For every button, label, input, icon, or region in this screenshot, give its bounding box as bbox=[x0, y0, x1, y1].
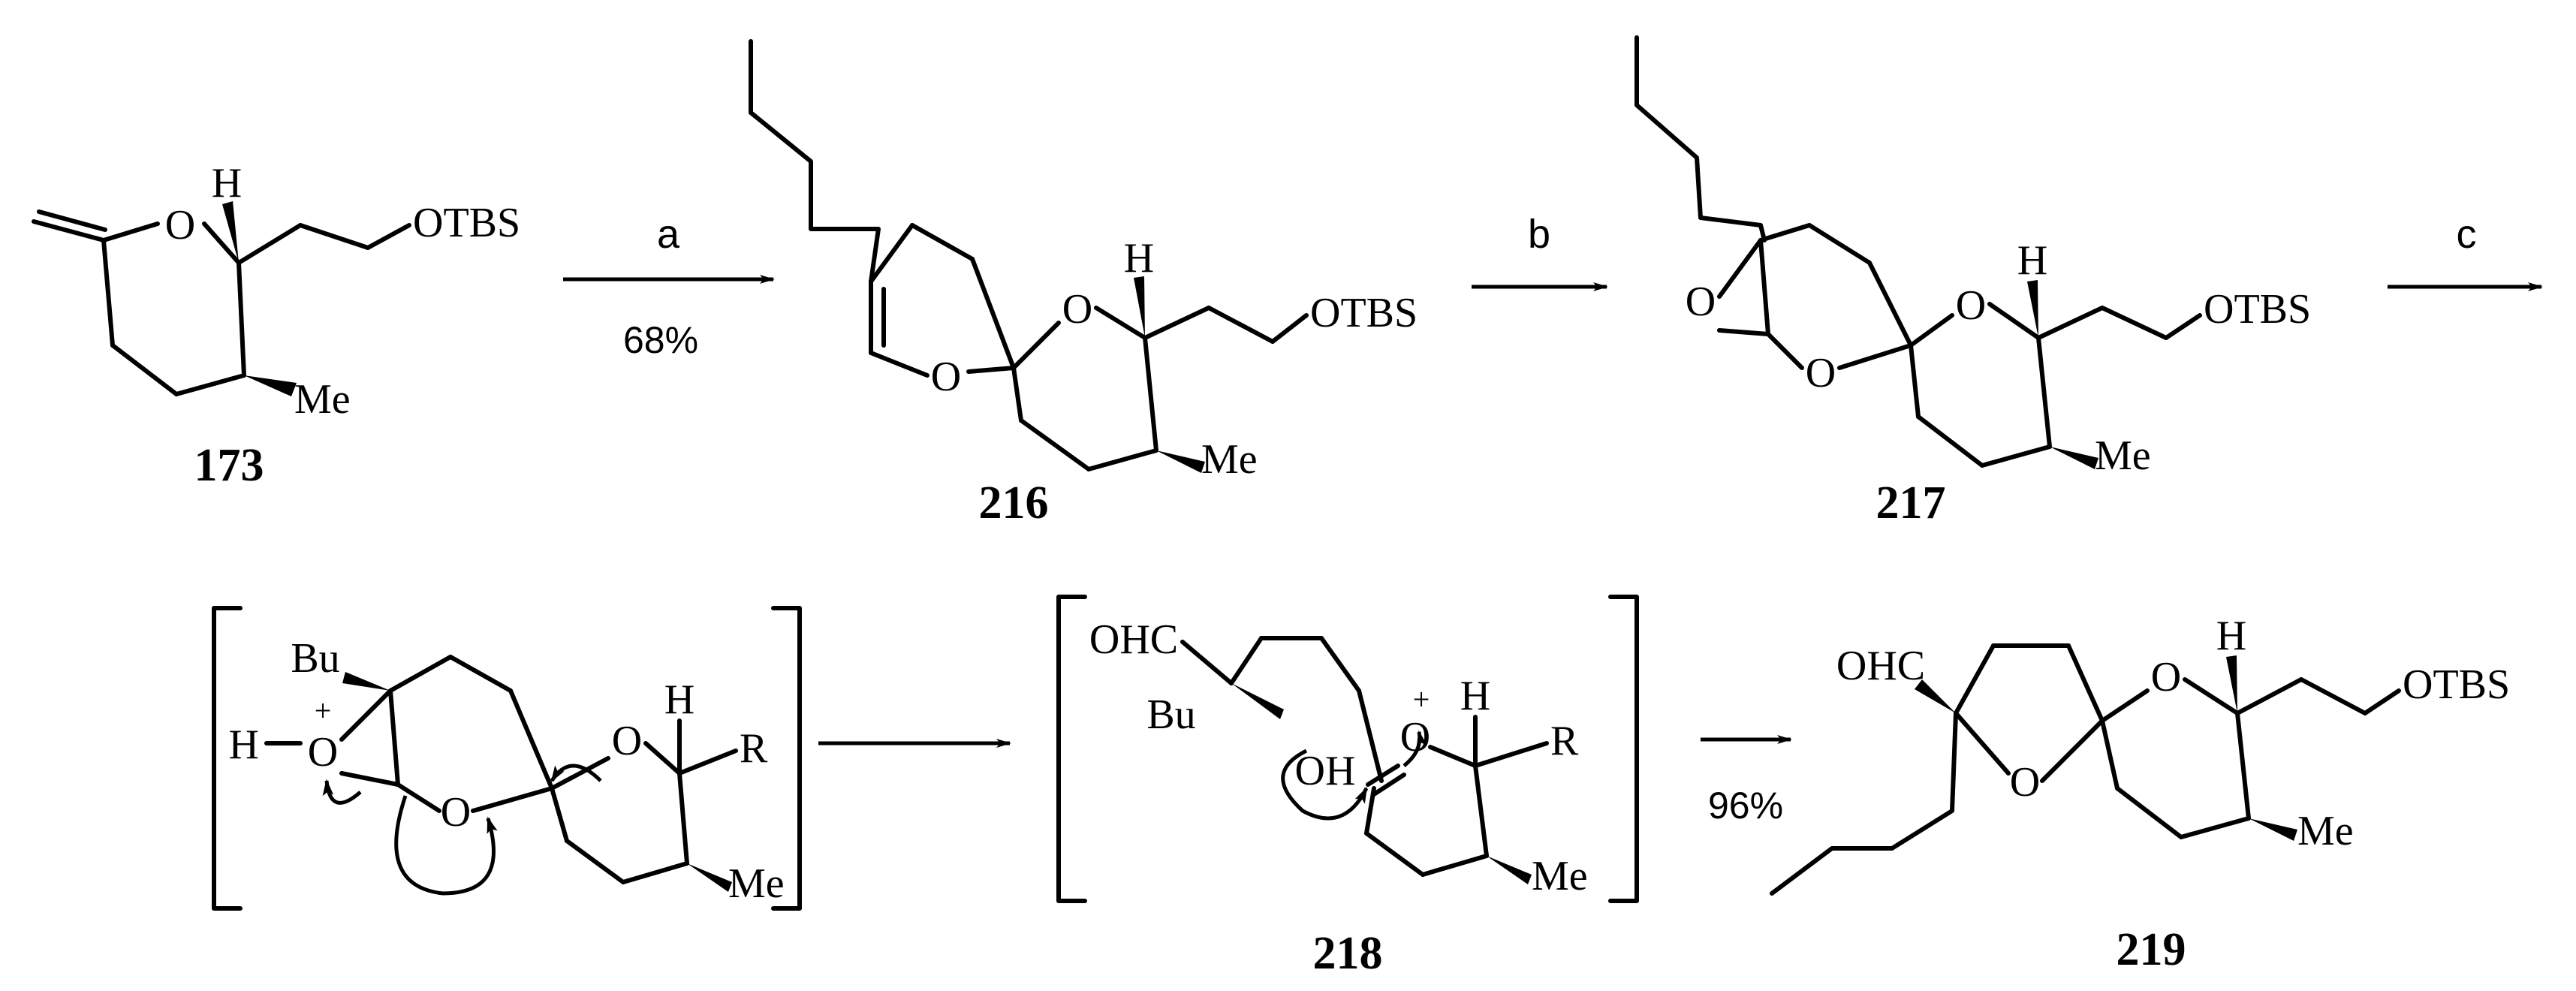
oxocarbenium-charge: + bbox=[1413, 682, 1430, 716]
r-group-label: R bbox=[740, 725, 768, 772]
methyl-label: Me bbox=[2095, 432, 2151, 479]
spiro-oxygen-label: O bbox=[1062, 286, 1092, 333]
compound-number-218: 218 bbox=[1313, 928, 1383, 979]
butyl-label: Bu bbox=[1146, 691, 1195, 738]
compound-219: OHC O O H OTBS Me 219 bbox=[1770, 613, 2510, 975]
intermediate-oxonium: Bu + H O O O H R Me bbox=[212, 606, 802, 911]
compound-number-216: 216 bbox=[979, 477, 1049, 529]
stereo-hydrogen-label: H bbox=[2017, 237, 2047, 284]
stereo-hydrogen-label: H bbox=[212, 160, 242, 206]
aldehyde-label: OHC bbox=[1089, 616, 1178, 663]
r-group-label: R bbox=[1550, 718, 1579, 764]
ring-oxygen-label: O bbox=[1806, 350, 1836, 396]
methyl-label: Me bbox=[294, 376, 351, 423]
compound-number-217: 217 bbox=[1876, 477, 1946, 529]
oxonium-oxygen-label: O bbox=[308, 729, 338, 776]
stereo-hydrogen-label: H bbox=[664, 676, 694, 723]
methyl-label: Me bbox=[1532, 853, 1588, 899]
hydroxyl-label: OH bbox=[1295, 748, 1356, 794]
stereo-hydrogen-label: H bbox=[1124, 235, 1154, 282]
otbs-label: OTBS bbox=[2403, 661, 2510, 708]
methyl-label: Me bbox=[2297, 808, 2354, 854]
methyl-label: Me bbox=[728, 860, 785, 907]
compound-number-219: 219 bbox=[2117, 924, 2186, 975]
yield-final-step: 96% bbox=[1708, 785, 1783, 827]
reagent-b: b bbox=[1528, 212, 1550, 257]
arrow-step-final: 96% bbox=[1701, 735, 1792, 827]
otbs-label: OTBS bbox=[2204, 286, 2311, 333]
thf-oxygen-label: O bbox=[2010, 759, 2040, 806]
hydroxyl-hydrogen-label: H bbox=[229, 721, 259, 768]
oxonium-charge: + bbox=[315, 694, 332, 727]
otbs-label: OTBS bbox=[413, 200, 520, 246]
methyl-label: Me bbox=[1201, 436, 1258, 483]
enol-oxygen-label: O bbox=[931, 354, 961, 400]
compound-218: OHC Bu OH O + H R Me 218 bbox=[1056, 595, 1639, 979]
arrow-step-a: a 68% bbox=[563, 212, 775, 361]
stereo-hydrogen-label: H bbox=[1460, 673, 1490, 719]
ring-oxygen-label: O bbox=[165, 202, 195, 249]
reagent-a: a bbox=[657, 212, 680, 257]
spiro-oxygen-label: O bbox=[1956, 282, 1986, 329]
otbs-label: OTBS bbox=[1310, 290, 1418, 336]
arrow-step-c: c bbox=[2388, 212, 2543, 291]
ring-oxygen-label: O bbox=[441, 789, 471, 836]
stereo-hydrogen-label: H bbox=[2216, 613, 2246, 659]
butyl-label: Bu bbox=[291, 635, 339, 682]
compound-number-173: 173 bbox=[194, 440, 264, 491]
compound-216: O O H OTBS Me 216 bbox=[749, 39, 1418, 529]
spiro-oxygen-label: O bbox=[2151, 654, 2181, 700]
reagent-c: c bbox=[2457, 212, 2477, 257]
compound-173: O H OTBS Me 173 bbox=[32, 160, 520, 491]
epoxide-oxygen-label: O bbox=[1686, 279, 1716, 325]
aldehyde-label: OHC bbox=[1836, 643, 1925, 689]
yield-step-a: 68% bbox=[623, 319, 698, 361]
spiro-oxygen-label: O bbox=[612, 718, 642, 764]
compound-217: O O O H OTBS Me 217 bbox=[1634, 35, 2311, 529]
arrow-step-b: b bbox=[1472, 212, 1608, 291]
oxocarbenium-oxygen-label: O bbox=[1400, 714, 1430, 761]
